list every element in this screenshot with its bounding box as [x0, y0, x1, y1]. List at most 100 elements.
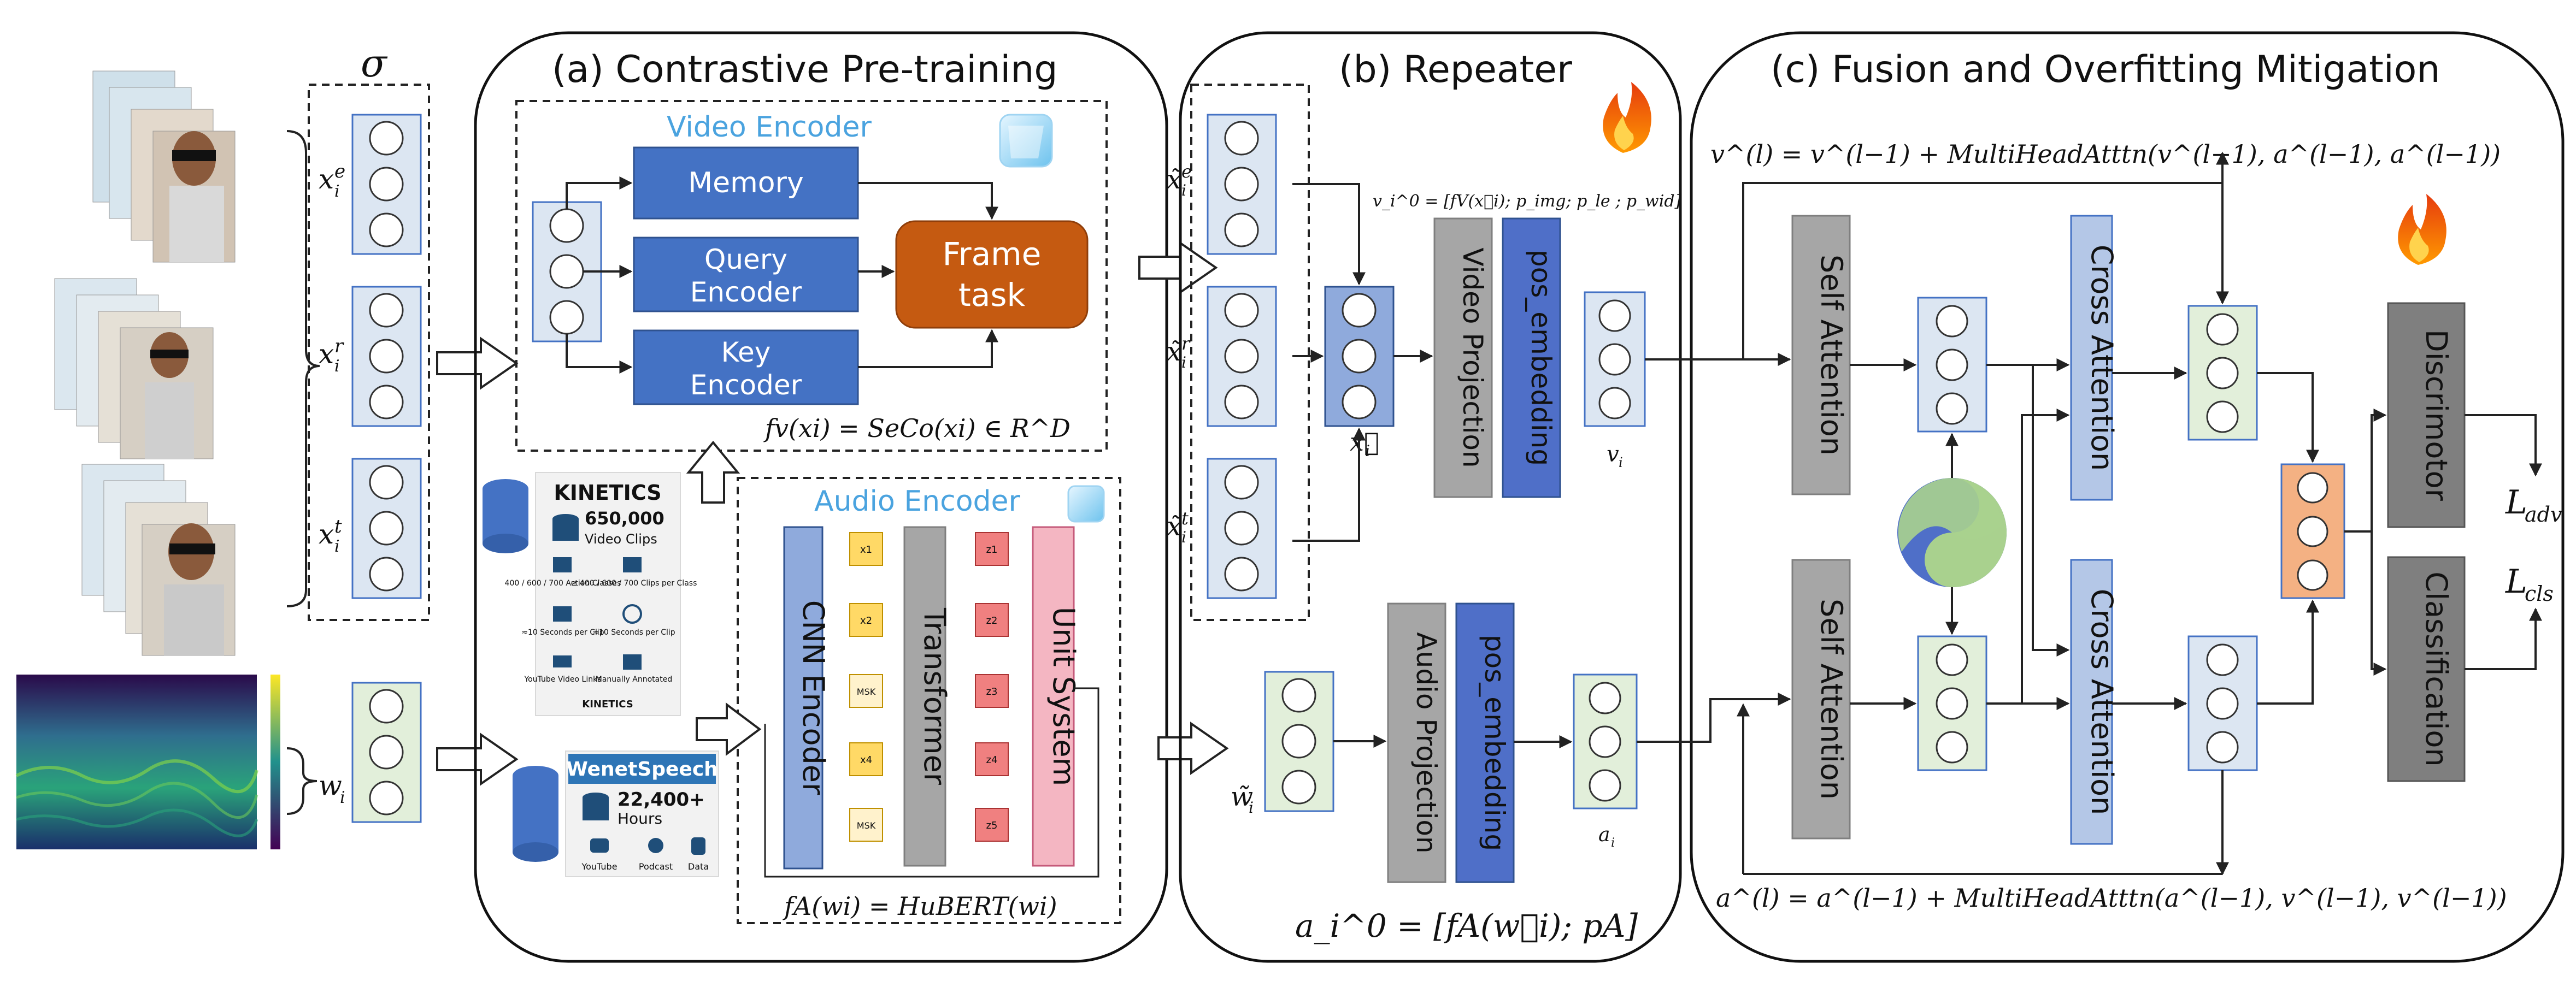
svg-text:Key: Key [721, 336, 771, 368]
wenet-dataset-icon [513, 766, 558, 862]
panel-a-title: (a) Contrastive Pre-training [552, 48, 1058, 91]
tilde-w-vector [1264, 671, 1334, 812]
svg-text:i: i [1181, 528, 1186, 546]
sigma-label: σ [361, 41, 388, 86]
wenet-source-icons [590, 837, 705, 855]
svg-text:Video Clips: Video Clips [585, 531, 657, 547]
tilde-x-t-vector [1207, 458, 1277, 599]
a-attn-vector [1917, 635, 1987, 771]
panel-a-frame [474, 31, 1168, 963]
audio-brace [286, 747, 317, 815]
audio-encoder-title: Audio Encoder [814, 485, 1021, 518]
l-adv-label: L [2505, 483, 2527, 522]
spectrogram [15, 675, 280, 849]
svg-text:z2: z2 [986, 615, 998, 627]
svg-text:adv: adv [2525, 503, 2562, 527]
vec-x-vector [1324, 286, 1395, 427]
svg-text:i: i [1619, 455, 1623, 470]
svg-text:650,000: 650,000 [585, 508, 664, 529]
tilde-x-t-label: x̃ [1167, 511, 1181, 542]
svg-text:Audio Projection: Audio Projection [1410, 632, 1442, 853]
svg-text:Encoder: Encoder [690, 276, 802, 308]
svg-text:i: i [334, 357, 340, 376]
svg-text:Unit System: Unit System [1046, 607, 1081, 786]
z-token [975, 742, 1009, 776]
z-token [975, 603, 1009, 637]
a-out-vector [2187, 635, 2258, 771]
svg-text:i: i [1611, 836, 1615, 850]
w-vector [351, 682, 422, 823]
svg-text:pos_embedding: pos_embedding [1479, 635, 1510, 851]
ice-icon [1067, 485, 1105, 523]
svg-text:Video Projection: Video Projection [1457, 247, 1489, 468]
svg-text:Self Attention: Self Attention [1814, 255, 1849, 456]
panel-b-title: (b) Repeater [1339, 48, 1572, 91]
self-attention-video-block [1791, 215, 1851, 495]
msk-token [849, 808, 883, 842]
svg-text:400 / 600 / 700 Action Classes: 400 / 600 / 700 Action Classes [505, 579, 621, 588]
svg-text:z3: z3 [986, 686, 998, 698]
frame-task-block [895, 220, 1089, 329]
audio-encoder-box [737, 477, 1121, 924]
fused-vector [2280, 463, 2345, 599]
svg-text:YouTube: YouTube [581, 861, 617, 872]
svg-text:22,400+: 22,400+ [617, 789, 705, 811]
svg-text:i: i [1181, 353, 1186, 371]
svg-text:cls: cls [2525, 582, 2554, 606]
x-t-vector [351, 458, 422, 599]
w-label: w [319, 770, 342, 801]
svg-text:e: e [1181, 161, 1192, 182]
svg-text:t: t [1181, 508, 1189, 529]
memory-block [633, 146, 859, 220]
connector-lines [1637, 151, 2542, 876]
svg-text:≈10 Seconds per Clip: ≈10 Seconds per Clip [521, 628, 604, 637]
fire-icon [2398, 194, 2446, 265]
sigma-box [308, 84, 430, 621]
hollow-arrow [696, 702, 762, 756]
svg-text:Podcast: Podcast [639, 861, 673, 872]
svg-text:Self Attention: Self Attention [1814, 599, 1849, 800]
video-encoder-box [515, 100, 1108, 452]
ice-icon [999, 114, 1053, 168]
svg-text:x2: x2 [860, 615, 872, 627]
audio-projection-block [1387, 602, 1446, 883]
svg-text:MSK: MSK [857, 820, 876, 831]
z-token [975, 674, 1009, 708]
svg-text:z5: z5 [986, 820, 998, 831]
wenet-db-icon [583, 793, 609, 820]
svg-text:x4: x4 [860, 754, 872, 766]
svg-text:t: t [334, 516, 342, 537]
x-r-label: x [319, 338, 334, 370]
svg-text:Data: Data [688, 861, 709, 872]
svg-text:task: task [958, 276, 1026, 314]
x-t-label: x [319, 518, 334, 550]
svg-text:i: i [1249, 799, 1254, 817]
a-update-formula: a^(l) = a^(l−1) + MultiHeadAtttn(a^(l−1)… [1716, 883, 2507, 913]
classification-block [2387, 556, 2466, 782]
tilde-x-e-vector [1207, 114, 1277, 255]
cross-attention-audio-block [2070, 559, 2113, 845]
fire-icon [1603, 82, 1651, 153]
tilde-x-r-label: x̃ [1167, 336, 1181, 367]
svg-text:Cross Attention: Cross Attention [2085, 245, 2119, 471]
tilde-x-box [1190, 84, 1310, 621]
svg-text:Hours: Hours [617, 809, 662, 828]
svg-text:YouTube Video Links: YouTube Video Links [524, 675, 601, 684]
kinetics-dataset-icon [483, 479, 528, 553]
svg-text:Query: Query [704, 244, 787, 275]
kinetics-db-icon [552, 514, 579, 541]
video-projection-block [1433, 217, 1493, 498]
cnn-encoder-block [783, 526, 824, 870]
svg-text:i: i [1365, 442, 1370, 460]
unit-feedback-line [764, 687, 1099, 878]
self-attention-audio-block [1791, 559, 1851, 840]
svg-text:i: i [340, 788, 345, 807]
cross-attention-video-block [2070, 215, 2113, 501]
svg-text:≈10 Seconds per Clip: ≈10 Seconds per Clip [592, 628, 675, 637]
v-attn-vector [1917, 297, 1987, 433]
tilde-w-label: w̃ [1231, 782, 1253, 812]
a-input-formula: a_i^0 = [fA(w⃗i); pA] [1295, 907, 1638, 944]
x-token [849, 742, 883, 776]
vec-x-label: x⃗ [1350, 427, 1379, 457]
z-token [975, 532, 1009, 566]
